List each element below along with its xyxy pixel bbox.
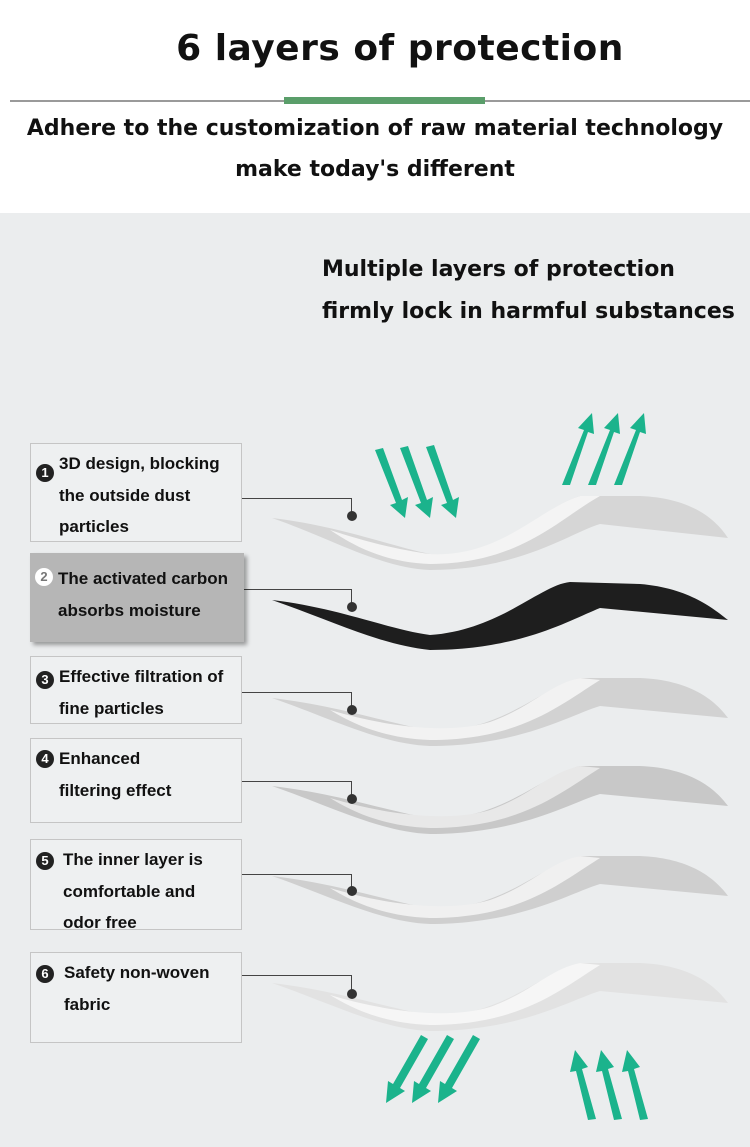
layer-2-label: 2 The activated carbon absorbs moisture xyxy=(30,553,244,642)
layer-6-nonwoven xyxy=(272,963,728,1031)
outflow-arrows-icon xyxy=(562,413,646,485)
layer-1-label: 1 3D design, blocking the outside dust pa… xyxy=(30,443,242,542)
number-badge: 5 xyxy=(36,852,54,870)
layer-4-label: 4 Enhanced filtering effect xyxy=(30,738,242,823)
connector-dot xyxy=(347,705,357,715)
inflow-arrows-icon xyxy=(375,445,459,518)
inhale-arrows-icon xyxy=(570,1050,648,1120)
panel-heading-2: firmly lock in harmful substances xyxy=(322,299,735,324)
subtitle-line-2: make today's different xyxy=(235,157,515,182)
layer-text: Safety non-woven fabric xyxy=(64,963,210,1014)
page-title: 6 layers of protection xyxy=(176,28,624,69)
layer-5-label: 5 The inner layer is comfortable and odor… xyxy=(30,839,242,932)
layer-text: 3D design, blocking the outside dust par… xyxy=(59,454,220,536)
number-badge: 6 xyxy=(36,965,54,983)
layer-6-label: 6 Safety non-woven fabric xyxy=(30,952,242,1043)
layer-3-filter xyxy=(272,678,728,746)
connector-dot xyxy=(347,602,357,612)
layer-text: Enhanced filtering effect xyxy=(59,749,172,800)
layer-2-carbon xyxy=(272,582,728,650)
connector-line xyxy=(242,692,352,708)
connector-dot xyxy=(347,886,357,896)
number-badge: 4 xyxy=(36,750,54,768)
layer-3-label: 3 Effective filtration of fine particles xyxy=(30,656,242,724)
subtitle-line-1: Adhere to the customization of raw mater… xyxy=(26,116,724,141)
panel-heading-1: Multiple layers of protection xyxy=(322,257,675,282)
connector-dot xyxy=(347,794,357,804)
connector-dot xyxy=(347,511,357,521)
layer-text: The inner layer is comfortable and odor … xyxy=(63,850,203,932)
connector-line xyxy=(242,781,352,797)
connector-line xyxy=(242,874,352,890)
layer-5-inner xyxy=(272,856,728,924)
layer-text: The activated carbon absorbs moisture xyxy=(58,569,229,620)
number-badge: 1 xyxy=(36,464,54,482)
connector-line xyxy=(242,589,352,605)
number-badge: 3 xyxy=(36,671,54,689)
connector-line xyxy=(242,498,352,514)
connector-dot xyxy=(347,989,357,999)
number-badge: 2 xyxy=(35,568,53,586)
layer-1-mesh xyxy=(272,496,728,570)
connector-line xyxy=(242,975,352,991)
exit-arrows-icon xyxy=(386,1035,480,1103)
accent-bar xyxy=(284,97,485,104)
layer-text: Effective filtration of fine particles xyxy=(59,667,224,718)
layer-4-filter xyxy=(272,766,728,834)
